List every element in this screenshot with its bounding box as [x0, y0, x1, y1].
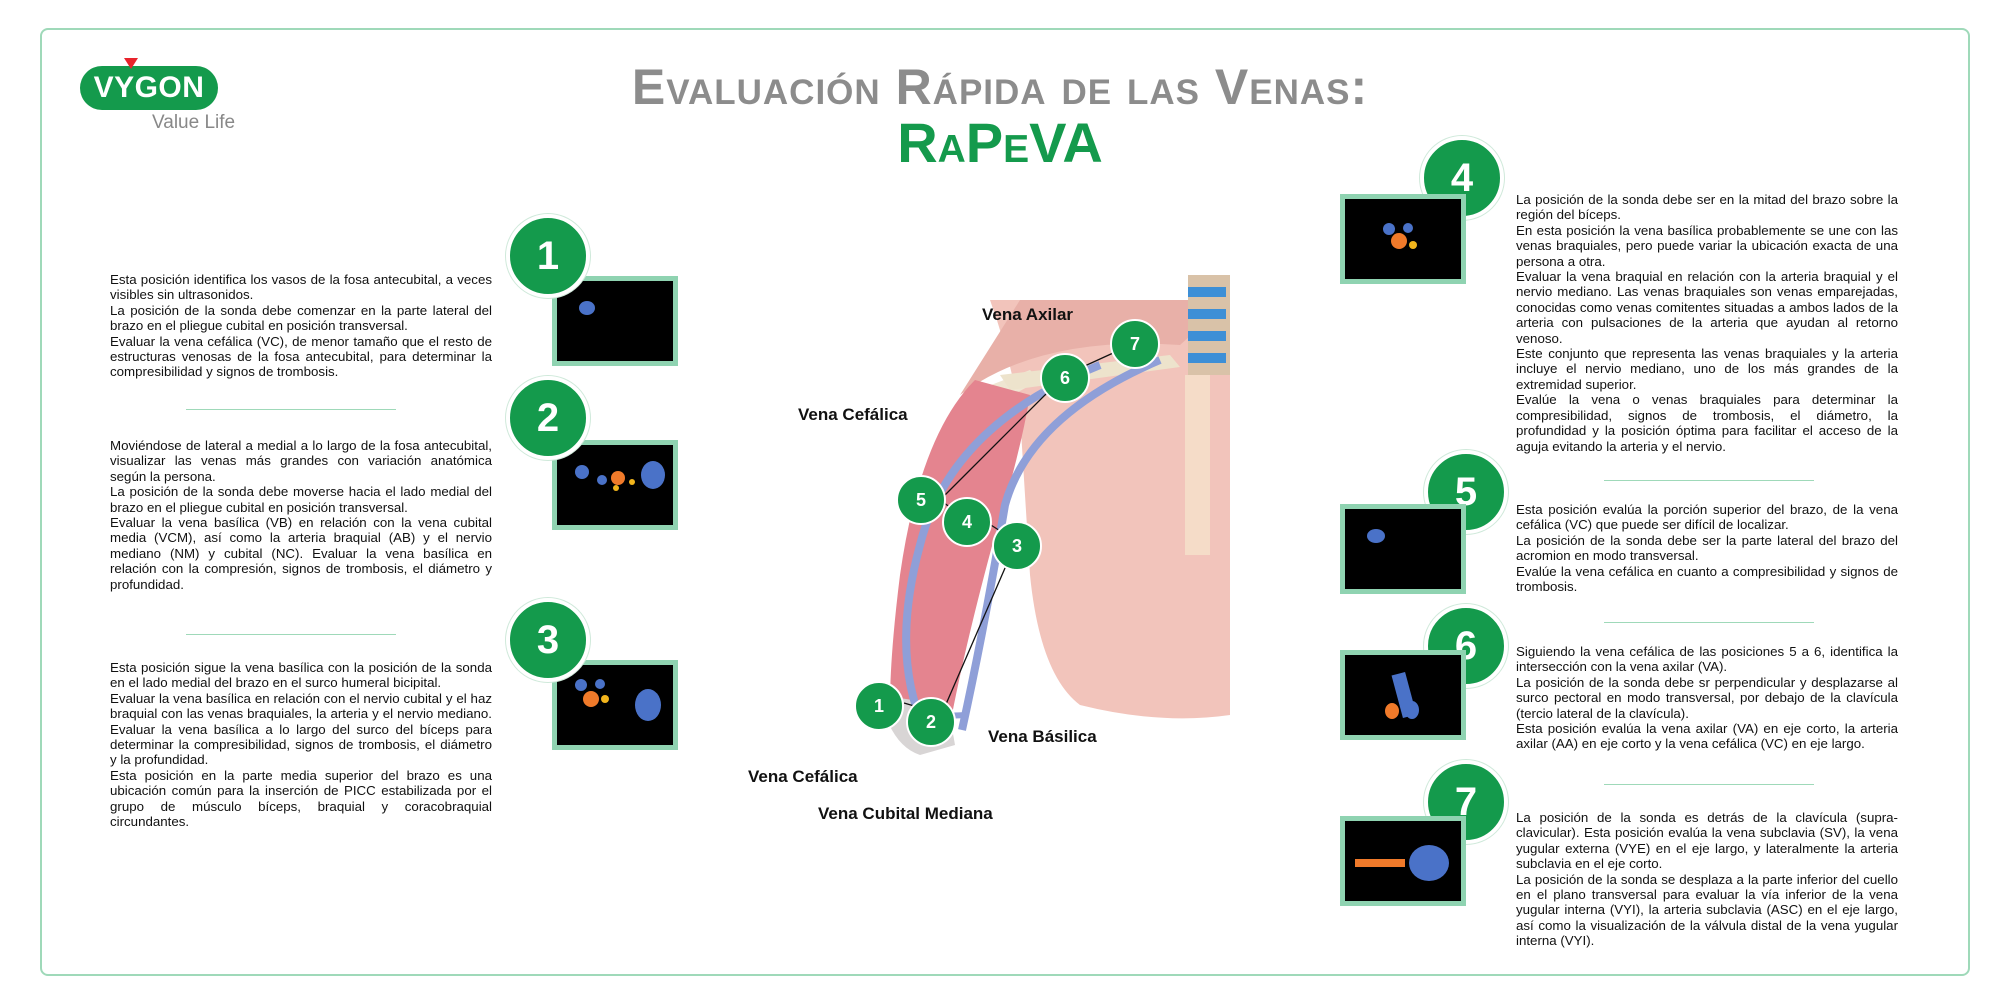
nerve-dot — [601, 695, 609, 703]
step-7-description: La posición de la sonda es detrás de la … — [1516, 810, 1898, 949]
artery-dot — [583, 691, 599, 707]
nerve-dot — [1409, 241, 1417, 249]
separator — [1604, 480, 1814, 481]
label-vena-cubital-mediana: Vena Cubital Mediana — [818, 804, 993, 823]
vein-dot — [575, 679, 587, 691]
step-6-ultrasound-thumbnail — [1340, 650, 1466, 740]
step-1-ultrasound-thumbnail — [552, 276, 678, 366]
separator — [186, 409, 396, 410]
step-2-text-2: La posición de la sonda debe moverse hac… — [110, 484, 492, 515]
separator — [1604, 784, 1814, 785]
step-5-text-2: La posición de la sonda debe ser la part… — [1516, 532, 1898, 564]
diagram-step-2: 2 — [906, 697, 956, 747]
step-3-description: Esta posición sigue la vena basílica con… — [110, 660, 492, 829]
step-4-ultrasound-thumbnail — [1340, 194, 1466, 284]
step-2-text-1: Moviéndose de lateral a medial a lo larg… — [110, 438, 492, 484]
step-1-text-3: Evaluar la vena cefálica (VC), de menor … — [110, 333, 492, 380]
cephalic-vein — [902, 361, 1102, 732]
logo-tagline: Value Life — [152, 112, 236, 133]
step-6-description: Siguiendo la vena cefálica de las posici… — [1516, 644, 1898, 752]
vein-dot — [595, 679, 605, 689]
step-5-ultrasound-thumbnail — [1340, 504, 1466, 594]
diagram-step-1: 1 — [854, 681, 904, 731]
step-1-text-2: La posición de la sonda debe comenzar en… — [110, 302, 492, 334]
step-3-text-2: Evaluar la vena basílica en relación con… — [110, 690, 492, 768]
separator — [1604, 622, 1814, 623]
artery-long-axis — [1355, 859, 1405, 867]
vein-dot — [597, 475, 607, 485]
diagram-step-4: 4 — [942, 497, 992, 547]
step-3-text-1: Esta posición sigue la vena basílica con… — [110, 660, 492, 691]
vein-dot — [1405, 701, 1419, 719]
page-subtitle: RaPeVA — [897, 111, 1103, 174]
nerve-dot — [613, 485, 619, 491]
step-3-ultrasound-thumbnail — [552, 660, 678, 750]
basilic-vein-dot — [635, 689, 661, 721]
basilic-vein-dot — [641, 461, 665, 489]
basilic-vein — [958, 356, 1162, 731]
step-6-text-2: La posición de la sonda debe sr perpendi… — [1516, 674, 1898, 721]
label-vena-cefalica-lower: Vena Cefálica — [748, 767, 858, 786]
diagram-step-6: 6 — [1040, 353, 1090, 403]
step-7-ultrasound-thumbnail — [1340, 816, 1466, 906]
label-vena-axilar: Vena Axilar — [982, 305, 1074, 324]
step-5-text-1: Esta posición evalúa la porción superior… — [1516, 502, 1898, 533]
step-2-text-3: Evaluar la vena basílica (VB) en relació… — [110, 515, 492, 592]
page-title: Evaluación Rápida de las Venas: — [631, 59, 1369, 115]
step-4-text-4: Este conjunto que representa las venas b… — [1516, 346, 1898, 392]
step-5-text-3: Evalúe la vena cefálica en cuanto a comp… — [1516, 563, 1898, 595]
logo-red-triangle-icon — [124, 58, 138, 69]
step-5-description: Esta posición evalúa la porción superior… — [1516, 502, 1898, 594]
step-1-description: Esta posición identifica los vasos de la… — [110, 272, 492, 380]
artery-dot — [1385, 703, 1399, 719]
arm-anatomy-diagram: 1 2 3 4 5 6 7 Vena Axilar Vena Cefálica … — [740, 275, 1240, 795]
poster-frame — [40, 28, 1970, 976]
shoulder-shape — [960, 300, 1230, 395]
step-6-text-3: Esta posición evalúa la vena axilar (VA)… — [1516, 721, 1898, 752]
step-2-description: Moviéndose de lateral a medial a lo larg… — [110, 438, 492, 592]
vein-dot — [1383, 223, 1395, 235]
label-vena-cefalica-upper: Vena Cefálica — [798, 405, 908, 424]
vein-dot — [579, 301, 595, 315]
logo-brand: VYGON — [80, 66, 218, 110]
step-6-text-1: Siguiendo la vena cefálica de las posici… — [1516, 644, 1898, 675]
step-7-text-1: La posición de la sonda es detrás de la … — [1516, 810, 1898, 872]
step-2-badge: 2 — [506, 376, 590, 460]
artery-dot — [611, 471, 625, 485]
subclavian-vein-dot — [1409, 845, 1449, 881]
step-3-text-3: Esta posición en la parte media superior… — [110, 767, 492, 830]
nerve-dot — [629, 479, 635, 485]
step-4-text-3: Evaluar la vena braquial en relación con… — [1516, 269, 1898, 346]
step-4-description: La posición de la sonda debe ser en la m… — [1516, 192, 1898, 454]
diagram-step-7: 7 — [1110, 319, 1160, 369]
arm-illustration — [880, 275, 1230, 755]
step-1-badge: 1 — [506, 214, 590, 298]
arm-muscle — [890, 380, 1030, 725]
label-vena-basilica: Vena Básilica — [988, 727, 1097, 746]
step-1-text-1: Esta posición identifica los vasos de la… — [110, 272, 492, 303]
vein-dot — [575, 465, 589, 479]
step-3-badge: 3 — [506, 598, 590, 682]
step-4-text-5: Evalúe la vena o venas braquiales para d… — [1516, 392, 1898, 454]
vygon-logo: VYGON Value Life — [80, 58, 240, 136]
vein-dot — [1403, 223, 1413, 233]
vein-dot — [1367, 529, 1385, 543]
torso-shape — [990, 300, 1230, 719]
step-4-text-1: La posición de la sonda debe ser en la m… — [1516, 192, 1898, 223]
diagram-step-3: 3 — [992, 521, 1042, 571]
step-7-text-2: La posición de la sonda se desplaza a la… — [1516, 871, 1898, 949]
sternum-shape — [1185, 375, 1210, 555]
step-2-ultrasound-thumbnail — [552, 440, 678, 530]
separator — [186, 634, 396, 635]
step-4-text-2: En esta posición la vena basílica probab… — [1516, 222, 1898, 269]
diagram-step-5: 5 — [896, 475, 946, 525]
vertebrae — [1188, 287, 1226, 363]
artery-dot — [1391, 233, 1407, 249]
